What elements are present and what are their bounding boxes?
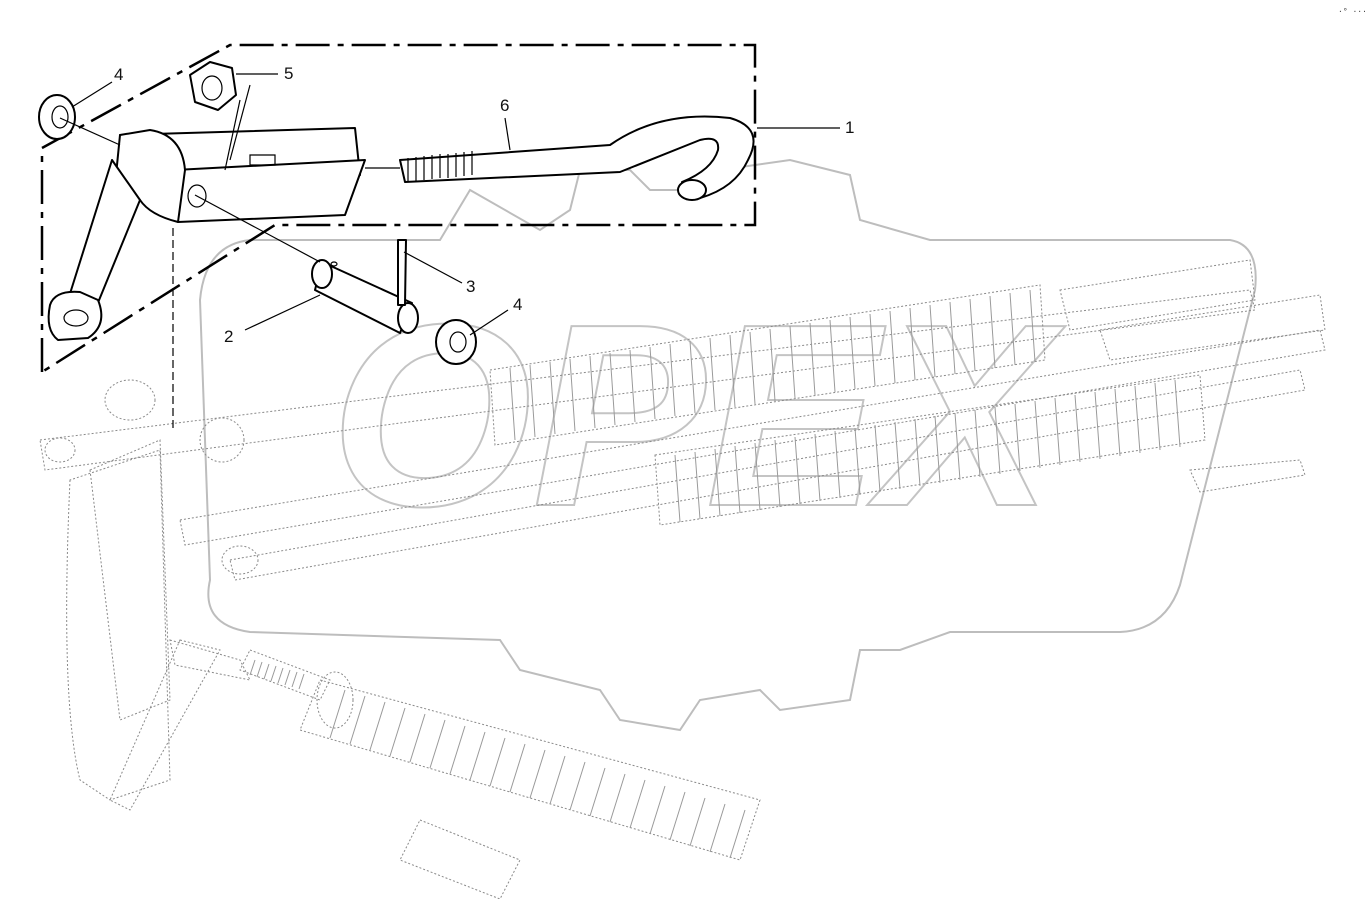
hex-nut [189, 61, 237, 111]
callout-1: 1 [845, 118, 854, 137]
callout-4-upper: 4 [114, 65, 123, 84]
spring-coils [249, 289, 1181, 859]
centre-lines [59, 84, 400, 263]
hook-rod [399, 115, 755, 201]
lever-bracket [47, 127, 366, 341]
callout-3: 3 [466, 277, 475, 296]
washer-upper [38, 94, 76, 140]
callout-6: 6 [500, 96, 509, 115]
clevis-pin [311, 259, 419, 334]
assembly-boundary [40, 43, 757, 374]
callout-2: 2 [224, 327, 233, 346]
callout-4-lower: 4 [513, 295, 522, 314]
opex-watermark: OPEX [198, 158, 1257, 732]
washer-lower [435, 319, 477, 365]
spring-pin [397, 239, 407, 306]
leader-lines [71, 73, 840, 336]
context-assembly [39, 259, 1326, 899]
callout-5: 5 [284, 64, 293, 83]
corner-mark: ·° ··· [1338, 7, 1365, 16]
